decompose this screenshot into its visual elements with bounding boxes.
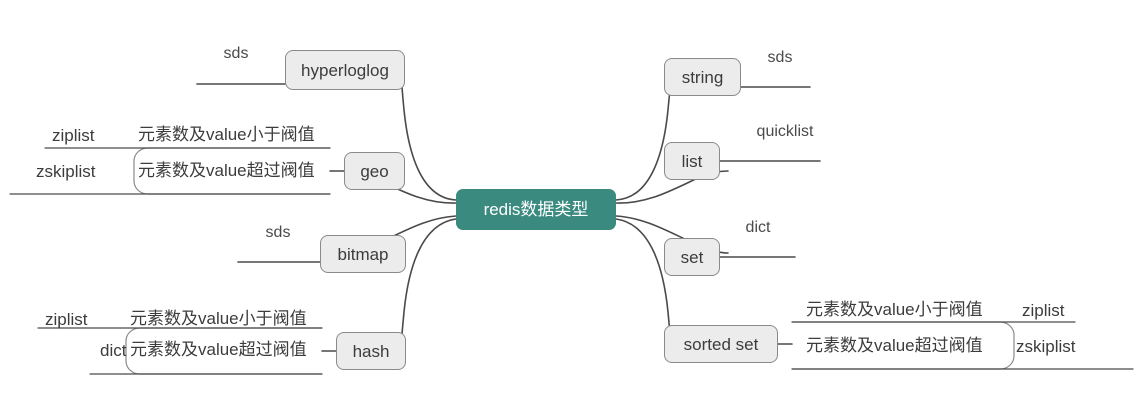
node-hash[interactable]: hash	[336, 332, 406, 370]
sub-label-hash-structure-2: dict	[100, 341, 127, 360]
sub-label-hash-structure-1: ziplist	[45, 310, 88, 329]
sub-label-sorted-set-condition-1: 元素数及value小于阀值	[806, 300, 983, 319]
node-string[interactable]: string	[664, 58, 741, 96]
sub-label-sorted-set-structure-1: ziplist	[1022, 301, 1065, 320]
leaf-label-hyperloglog-sds: sds	[223, 45, 249, 62]
sub-label-geo-condition-1: 元素数及value小于阀值	[138, 125, 315, 144]
leaf-label-string-sds: sds	[767, 49, 793, 66]
edge-root-hash	[400, 218, 457, 352]
root-node-redis-data-types[interactable]: redis数据类型	[456, 189, 616, 230]
sub-label-sorted-set-structure-2: zskiplist	[1016, 337, 1076, 356]
leaf-label-list-quicklist: quicklist	[756, 123, 814, 140]
sub-label-hash-condition-2: 元素数及value超过阀值	[130, 340, 307, 359]
node-list[interactable]: list	[664, 142, 720, 180]
leaf-label-set-dict: dict	[745, 219, 771, 236]
sub-label-geo-structure-1: ziplist	[52, 126, 95, 145]
node-sorted-set[interactable]: sorted set	[664, 325, 778, 363]
edge-root-sorted-set	[615, 218, 672, 352]
sub-label-hash-condition-1: 元素数及value小于阀值	[130, 309, 307, 328]
sub-label-geo-structure-2: zskiplist	[36, 162, 96, 181]
node-hyperloglog[interactable]: hyperloglog	[285, 50, 405, 90]
edge-root-hyperloglog	[400, 68, 457, 201]
sub-label-sorted-set-condition-2: 元素数及value超过阀值	[806, 336, 983, 355]
leaf-label-bitmap-sds: sds	[265, 224, 291, 241]
edge-root-string	[615, 71, 672, 201]
node-set[interactable]: set	[664, 238, 720, 276]
node-geo[interactable]: geo	[344, 152, 405, 190]
sub-label-geo-condition-2: 元素数及value超过阀值	[138, 161, 315, 180]
node-bitmap[interactable]: bitmap	[320, 235, 406, 273]
